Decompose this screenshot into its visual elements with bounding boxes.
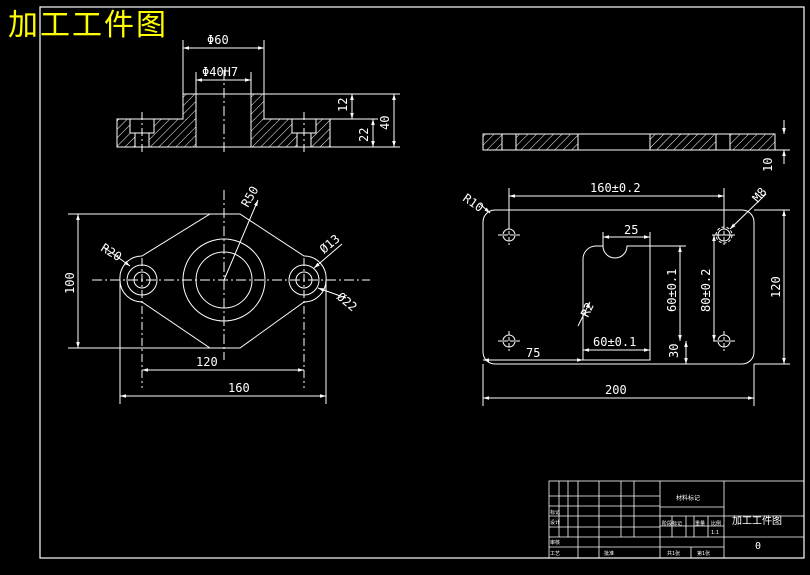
title-block-material: 材料标记 (676, 494, 700, 502)
dim-plate-length: 200 (605, 383, 627, 397)
title-block-drawing-code: 0 (755, 541, 761, 552)
top-view (68, 190, 370, 404)
dim-corner-radius: R20 (98, 241, 124, 264)
dim-boss-height: 12 (336, 98, 350, 112)
title-block-weight: 重量 (695, 520, 705, 527)
dim-outer-diameter: Φ60 (207, 33, 229, 47)
drawing-title: 加工工件图 (8, 8, 168, 43)
dim-hole-spacing-y: 80±0.2 (699, 269, 713, 312)
title-block-row-process: 工艺 (550, 551, 560, 557)
dim-notch-width: 25 (624, 223, 638, 237)
plate-side-view (482, 120, 790, 164)
dim-total-height: 40 (378, 116, 392, 130)
dim-bore-diameter: Φ40H7 (202, 65, 238, 79)
title-block-row-review: 审核 (550, 539, 560, 546)
title-block-scale-value: 1:1 (711, 530, 719, 536)
title-block-drawing-name: 加工工件图 (732, 515, 782, 527)
plate-front-view (479, 188, 790, 406)
title-block-sheet-no: 第1张 (697, 550, 710, 557)
dim-flange-height: 22 (357, 128, 371, 142)
dim-plate-thickness: 10 (761, 158, 775, 172)
title-block-sheets-total: 共1张 (667, 550, 680, 557)
dim-hole-spacing: 120 (196, 355, 218, 369)
title-block-row-design: 设计 (550, 519, 560, 526)
title-block-scale: 比例 (711, 520, 721, 527)
drawing-border (39, 6, 805, 559)
dim-corner-radius-plate: R10 (460, 191, 486, 215)
title-block-stage: 阶段标记 (662, 520, 682, 527)
title-block-row-mark: 标记 (550, 509, 560, 516)
dim-slot-offset: 75 (526, 346, 540, 360)
dim-width: 100 (63, 272, 77, 294)
dim-plate-height: 120 (769, 276, 783, 298)
dim-edge-offset: 30 (667, 344, 681, 358)
section-view (116, 40, 400, 155)
dim-boss-radius: R50 (238, 184, 261, 210)
dim-counterbore-diameter: Ø22 (334, 290, 360, 315)
title-block (548, 480, 805, 559)
dim-thread: M8 (750, 185, 770, 205)
dim-length: 160 (228, 381, 250, 395)
dim-hole-spacing-x: 160±0.2 (590, 181, 641, 195)
dim-slot-width: 60±0.1 (593, 335, 636, 349)
dim-slot-radius: R2 (578, 300, 597, 319)
title-block-approve: 批准 (604, 550, 614, 557)
dim-hole-diameter: Ø13 (317, 232, 343, 257)
dim-slot-height: 60±0.1 (665, 269, 679, 312)
